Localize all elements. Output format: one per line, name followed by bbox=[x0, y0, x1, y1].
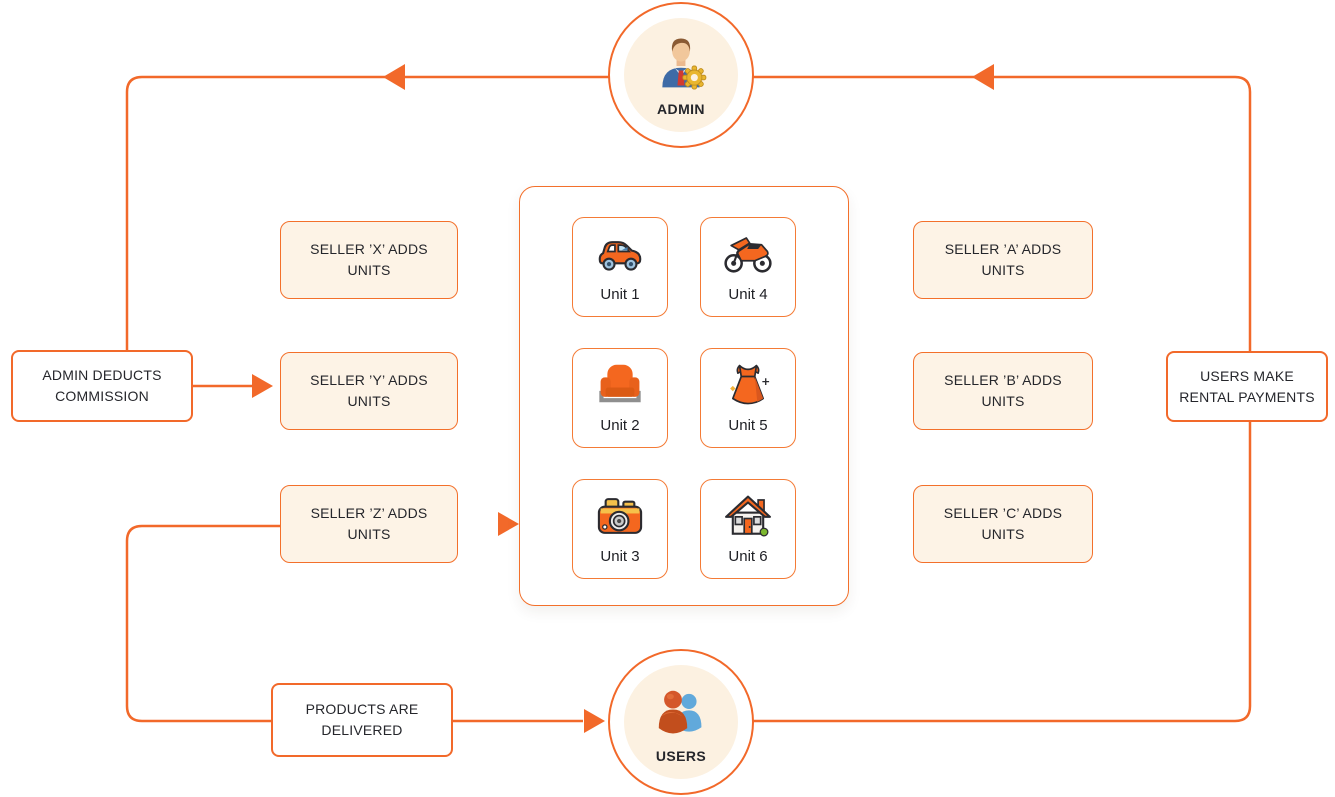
box-seller-z-adds-units: SELLER ’Z’ ADDS UNITS bbox=[280, 485, 458, 563]
line-admin-to-commission bbox=[125, 75, 660, 350]
line-seller-z-to-delivery bbox=[125, 524, 280, 723]
house-icon bbox=[725, 495, 771, 537]
unit-card: Unit 3 bbox=[572, 479, 668, 579]
unit-label: Unit 5 bbox=[728, 417, 768, 434]
box-seller-y-adds-units: SELLER ’Y’ ADDS UNITS bbox=[280, 352, 458, 430]
unit-label: Unit 4 bbox=[728, 286, 768, 303]
box-seller-c-adds-units: SELLER ’C’ ADDS UNITS bbox=[913, 485, 1093, 563]
box-label: ADMIN DEDUCTS COMMISSION bbox=[42, 367, 162, 404]
box-label: SELLER ’A’ ADDS UNITS bbox=[944, 241, 1062, 278]
box-label: SELLER ’Y’ ADDS UNITS bbox=[310, 372, 428, 409]
users-node: USERS bbox=[608, 649, 754, 795]
unit-card: Unit 2 bbox=[572, 348, 668, 448]
arrowhead-sellers-to-units bbox=[498, 512, 519, 536]
box-label: USERS MAKE RENTAL PAYMENTS bbox=[1179, 367, 1315, 405]
box-users-make-rental-payments: USERS MAKE RENTAL PAYMENTS bbox=[1166, 351, 1328, 422]
unit-label: Unit 1 bbox=[600, 286, 640, 303]
arrowhead-commission bbox=[252, 374, 273, 398]
box-label: SELLER ’B’ ADDS UNITS bbox=[944, 372, 1062, 409]
unit-label: Unit 3 bbox=[600, 548, 640, 565]
box-admin-deducts-commission: ADMIN DEDUCTS COMMISSION bbox=[11, 350, 193, 422]
two-users-icon bbox=[658, 690, 702, 733]
unit-label: Unit 2 bbox=[600, 417, 640, 434]
unit-card: Unit 5 bbox=[700, 348, 796, 448]
unit-card: Unit 4 bbox=[700, 217, 796, 317]
arrowhead-left-top bbox=[383, 64, 405, 90]
users-label: USERS bbox=[655, 747, 707, 764]
armchair-icon bbox=[599, 364, 641, 403]
admin-person-gear-icon bbox=[662, 37, 707, 90]
box-label: SELLER ’X’ ADDS UNITS bbox=[310, 241, 428, 278]
unit-card: Unit 1 bbox=[572, 217, 668, 317]
motorcycle-icon bbox=[724, 237, 772, 273]
units-panel: Unit 1 Unit 4 Unit 2 bbox=[519, 186, 849, 606]
camera-icon bbox=[597, 498, 643, 534]
admin-node-inner: ADMIN bbox=[624, 18, 738, 132]
box-seller-b-adds-units: SELLER ’B’ ADDS UNITS bbox=[913, 352, 1093, 430]
admin-label: ADMIN bbox=[657, 100, 705, 117]
box-seller-x-adds-units: SELLER ’X’ ADDS UNITS bbox=[280, 221, 458, 299]
box-label: SELLER ’C’ ADDS UNITS bbox=[943, 505, 1063, 542]
arrowhead-right-top bbox=[972, 64, 994, 90]
box-seller-a-adds-units: SELLER ’A’ ADDS UNITS bbox=[913, 221, 1093, 299]
unit-card: Unit 6 bbox=[700, 479, 796, 579]
unit-label: Unit 6 bbox=[728, 548, 768, 565]
admin-node: ADMIN bbox=[608, 2, 754, 148]
arrowhead-delivery bbox=[584, 709, 605, 733]
box-products-are-delivered: PRODUCTS ARE DELIVERED bbox=[271, 683, 453, 757]
car-icon bbox=[598, 241, 642, 271]
box-label: PRODUCTS ARE DELIVERED bbox=[305, 701, 419, 738]
dress-icon bbox=[730, 364, 770, 405]
users-node-inner: USERS bbox=[624, 665, 738, 779]
box-label: SELLER ’Z’ ADDS UNITS bbox=[310, 505, 428, 542]
